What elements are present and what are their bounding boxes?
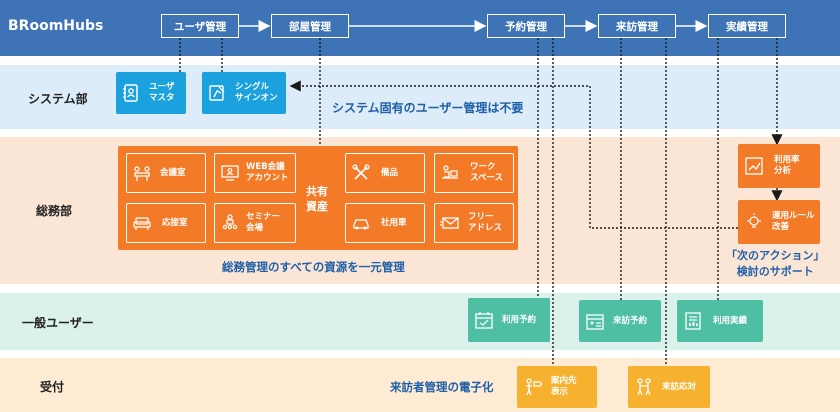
improvement-box: 運用ルール 改善 bbox=[738, 200, 820, 244]
analysis-box: 利用率 分析 bbox=[738, 144, 820, 188]
sso-label: シングル サインオン bbox=[235, 82, 278, 103]
growth-chart-icon bbox=[745, 157, 763, 175]
analysis-label: 利用率 分析 bbox=[774, 155, 800, 176]
resource-meeting-room: 会議室 bbox=[126, 153, 206, 193]
resource-label: 社用車 bbox=[381, 217, 407, 228]
process-room-management: 部屋管理 bbox=[271, 14, 349, 38]
row-label-reception: 受付 bbox=[40, 380, 65, 394]
user-master-label: ユーザ マスタ bbox=[149, 82, 175, 103]
shared-assets-label: 共有 資産 bbox=[304, 184, 330, 214]
visit-calendar-icon bbox=[586, 314, 604, 330]
usage-record-label: 利用実績 bbox=[713, 315, 748, 326]
visit-reservation-box: 来訪予約 bbox=[579, 300, 661, 342]
web-meeting-icon bbox=[221, 165, 239, 181]
system-note: システム固有のユーザー管理は不要 bbox=[332, 101, 524, 115]
usage-reservation-box: 利用予約 bbox=[468, 298, 550, 342]
car-icon bbox=[353, 219, 369, 230]
process-record-management: 実績管理 bbox=[708, 14, 786, 38]
resource-label: フリー アドレス bbox=[468, 212, 503, 233]
resource-label: 応接室 bbox=[162, 217, 188, 228]
mail-icon bbox=[440, 217, 459, 229]
resource-label: セミナー 会場 bbox=[246, 212, 281, 233]
guide-display-label: 案内先 表示 bbox=[551, 376, 577, 397]
visitor-reception-label: 来訪応対 bbox=[662, 381, 697, 392]
improvement-label: 運用ルール 改善 bbox=[772, 211, 815, 232]
resource-seminar: セミナー 会場 bbox=[214, 203, 296, 243]
seminar-icon bbox=[222, 214, 238, 230]
resource-workspace: ワーク スペース bbox=[434, 153, 514, 193]
resource-tools: 備品 bbox=[345, 153, 425, 193]
sso-box: シングル サインオン bbox=[202, 72, 286, 114]
visit-reservation-label: 来訪予約 bbox=[613, 315, 648, 326]
resource-web-meeting: WEB会議 アカウント bbox=[214, 153, 296, 193]
resource-label: 会議室 bbox=[160, 167, 186, 178]
calendar-icon bbox=[475, 312, 493, 329]
resource-label: WEB会議 アカウント bbox=[246, 162, 289, 183]
guide-signpost-icon bbox=[526, 378, 543, 396]
visitor-reception-box: 来訪応対 bbox=[628, 366, 710, 408]
reception-caption: 来訪者管理の電子化 bbox=[390, 380, 494, 394]
user-master-box: ユーザ マスタ bbox=[116, 72, 186, 114]
guide-display-box: 案内先 表示 bbox=[517, 366, 597, 408]
workspace-icon bbox=[442, 165, 458, 179]
row-label-system: システム部 bbox=[28, 92, 88, 106]
resource-reception-room: 応接室 bbox=[126, 203, 206, 243]
lightbulb-icon bbox=[747, 213, 761, 228]
next-action-caption: 「次のアクション」 検討のサポート bbox=[726, 249, 825, 278]
resource-label: 備品 bbox=[381, 167, 399, 178]
usage-record-box: 利用実績 bbox=[677, 300, 763, 342]
row-label-user: 一般ユーザー bbox=[22, 316, 94, 330]
resource-company-car: 社用車 bbox=[345, 203, 425, 243]
resource-label: ワーク スペース bbox=[470, 162, 503, 183]
sso-icon bbox=[209, 85, 225, 101]
process-reservation-management: 予約管理 bbox=[487, 14, 565, 38]
resource-free-address: フリー アドレス bbox=[434, 203, 514, 243]
row-label-general: 総務部 bbox=[36, 204, 73, 218]
tools-icon bbox=[352, 164, 370, 180]
process-visit-management: 来訪管理 bbox=[598, 14, 676, 38]
usage-reservation-label: 利用予約 bbox=[502, 314, 537, 325]
greeting-icon bbox=[637, 378, 651, 396]
general-caption: 総務管理のすべての資源を一元管理 bbox=[222, 260, 405, 274]
address-book-icon bbox=[123, 84, 138, 102]
report-icon bbox=[685, 312, 701, 330]
meeting-room-icon bbox=[134, 166, 150, 181]
process-user-management: ユーザ管理 bbox=[161, 14, 239, 38]
brand-title: BRoomHubs bbox=[8, 18, 104, 34]
sofa-icon bbox=[133, 217, 151, 230]
